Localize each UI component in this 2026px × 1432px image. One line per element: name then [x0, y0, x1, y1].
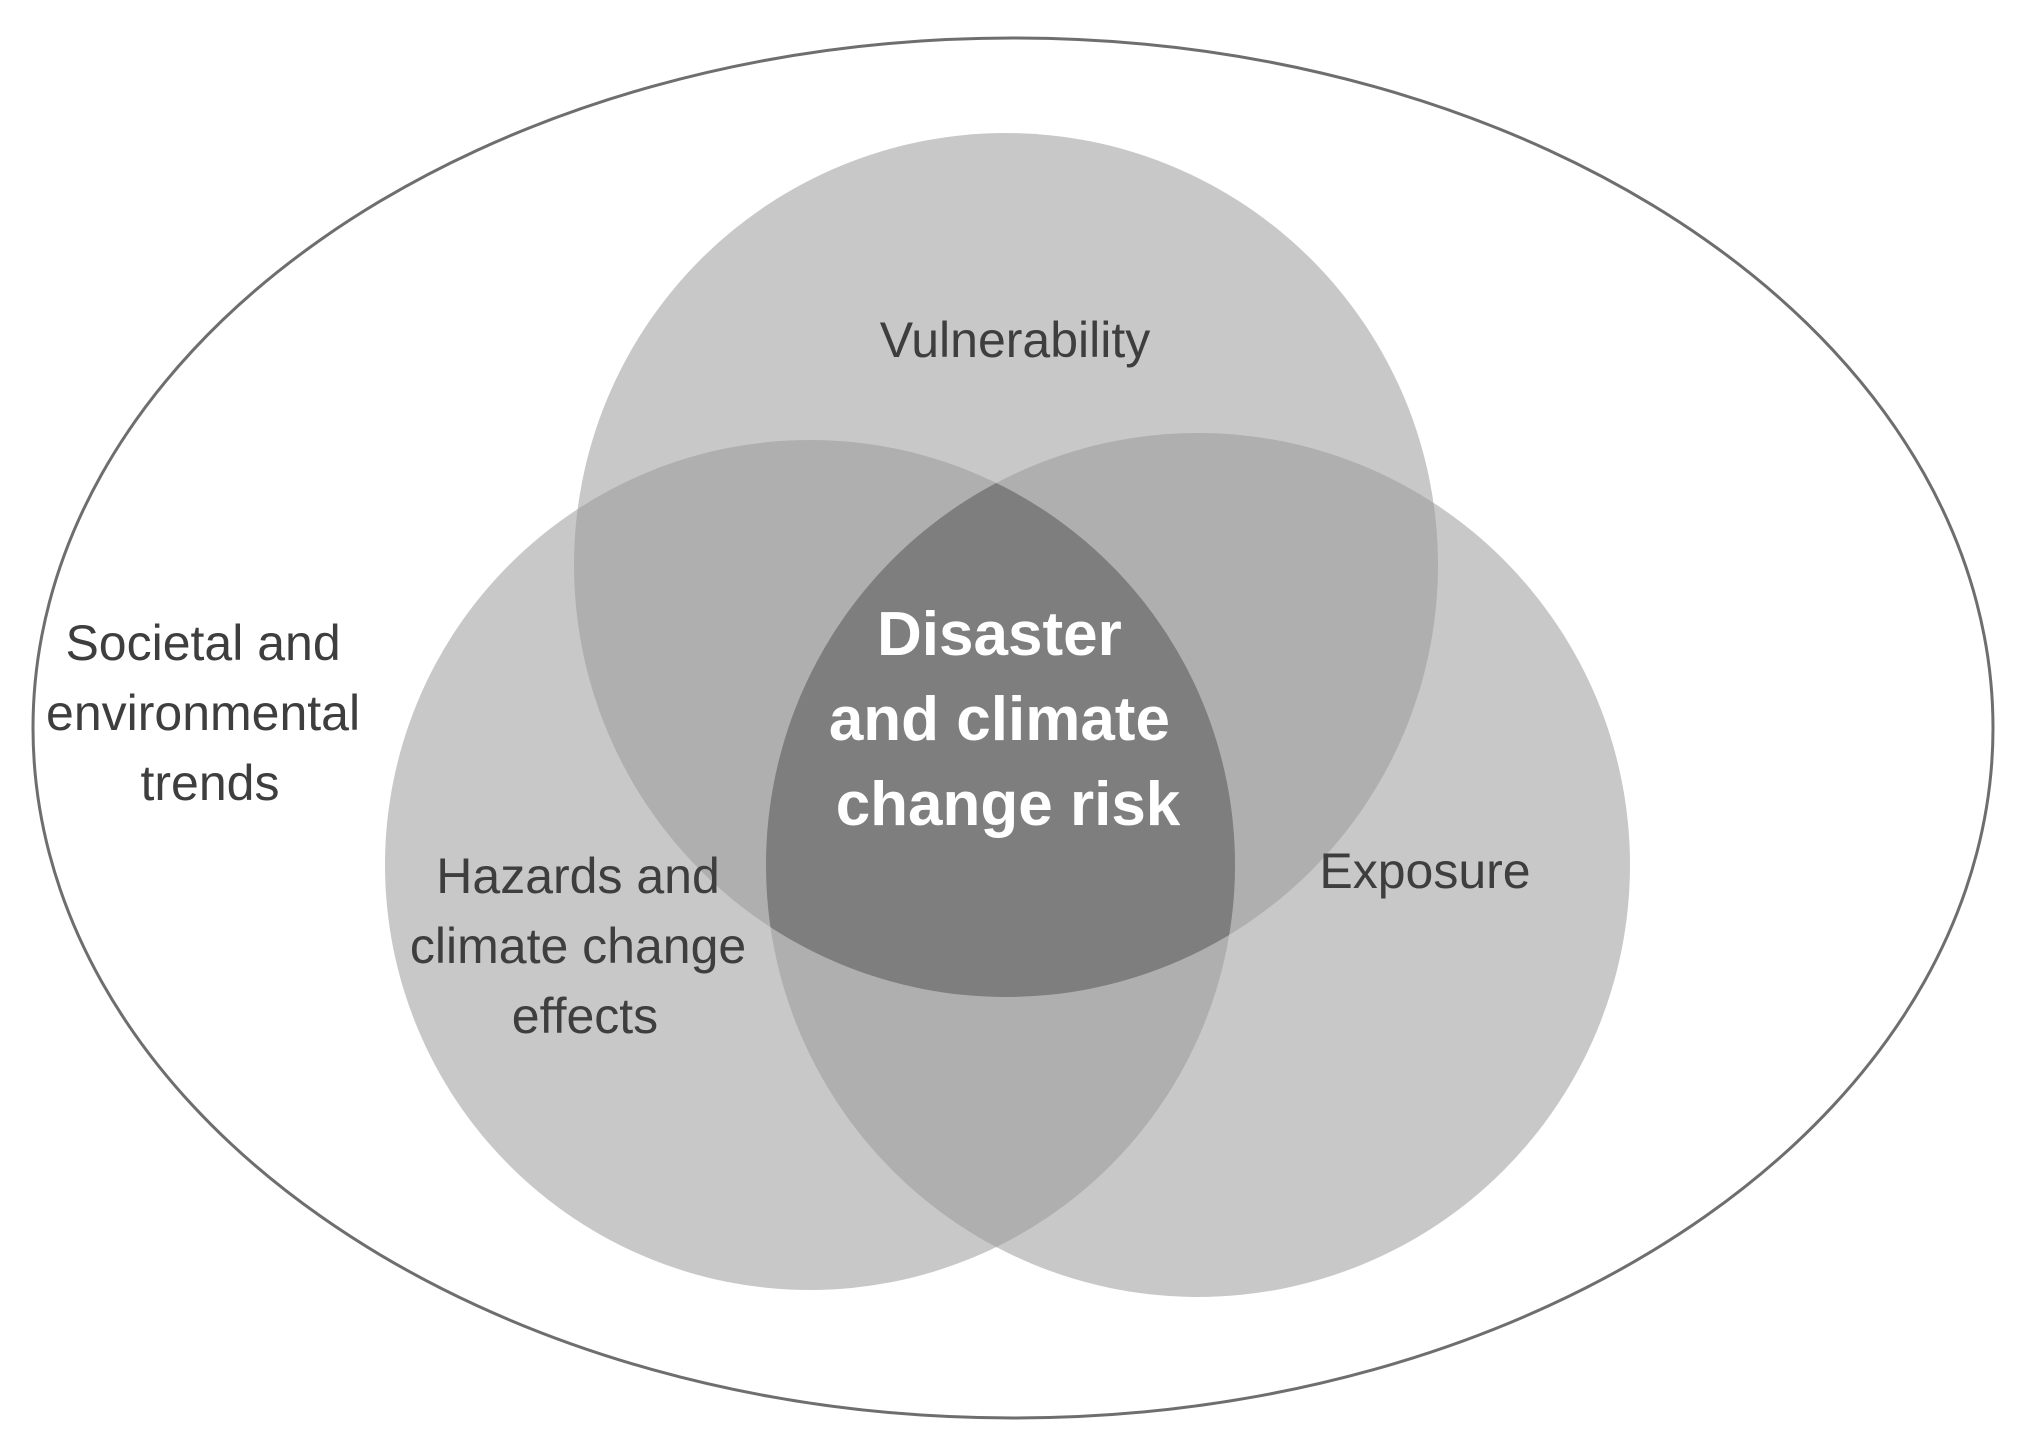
hazards-label-line: effects	[512, 988, 658, 1044]
center-risk-label: Disaster and climate change risk	[829, 600, 1187, 839]
context-label: Societal and environmental trends	[46, 615, 374, 811]
context-ellipse	[31, 36, 1995, 1420]
hazards-label: Hazards and climate change effects	[410, 848, 760, 1044]
hazards-label-line: Hazards and	[436, 848, 720, 904]
context-label-line: Societal and	[65, 615, 340, 671]
center-risk-label-line: Disaster	[877, 600, 1122, 669]
center-risk-label-line: and climate	[829, 685, 1170, 754]
vulnerability-label: Vulnerability	[880, 312, 1151, 368]
vulnerability-label-line: Vulnerability	[880, 312, 1151, 368]
exposure-label: Exposure	[1319, 843, 1530, 899]
exposure-label-line: Exposure	[1319, 843, 1530, 899]
context-label-line: trends	[141, 755, 280, 811]
center-risk-label-line: change risk	[836, 770, 1181, 839]
risk-intersection	[766, 440, 1235, 997]
context-label-line: environmental	[46, 685, 360, 741]
hazards-label-line: climate change	[410, 918, 746, 974]
